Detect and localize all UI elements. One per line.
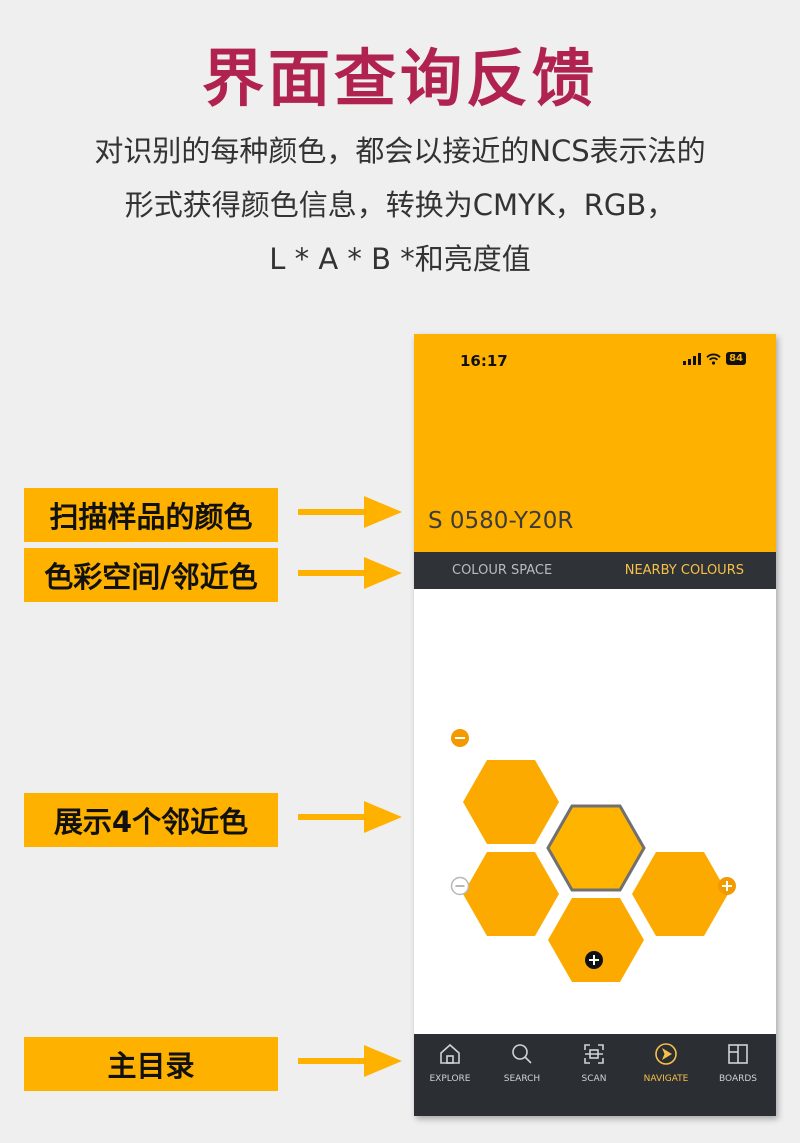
arrow-icon bbox=[298, 1045, 402, 1077]
nav-scan[interactable]: SCAN bbox=[558, 1042, 630, 1084]
page-title: 界面查询反馈 bbox=[201, 42, 598, 115]
arrow-icon bbox=[298, 801, 402, 833]
colour-tabs: COLOUR SPACE NEARBY COLOURS bbox=[414, 552, 776, 589]
hex-neighbor-bottom[interactable] bbox=[548, 898, 644, 982]
scanned-colour-swatch: 16:17 84 S 0580-Y20R bbox=[414, 334, 776, 552]
navigate-icon bbox=[655, 1043, 677, 1065]
home-icon bbox=[440, 1043, 460, 1064]
scan-icon bbox=[584, 1044, 604, 1064]
boards-icon bbox=[728, 1044, 748, 1064]
nav-search[interactable]: SEARCH bbox=[486, 1042, 558, 1084]
description-line: 对识别的每种颜色，都会以接近的NCS表示法的 bbox=[94, 134, 706, 168]
minus-button-disabled[interactable] bbox=[450, 876, 470, 896]
annotation-colour-space: 色彩空间/邻近色 bbox=[24, 548, 278, 602]
nav-label: SCAN bbox=[581, 1074, 607, 1084]
nav-label: BOARDS bbox=[719, 1074, 757, 1084]
nav-boards[interactable]: BOARDS bbox=[702, 1042, 774, 1084]
nav-explore[interactable]: EXPLORE bbox=[414, 1042, 486, 1084]
plus-button-dark[interactable] bbox=[585, 951, 603, 969]
hex-neighbor-top-left[interactable] bbox=[463, 760, 559, 844]
nav-label: NAVIGATE bbox=[643, 1074, 689, 1084]
description-line: 形式获得颜色信息，转换为CMYK，RGB， bbox=[124, 188, 676, 222]
annotation-main-menu: 主目录 bbox=[24, 1037, 278, 1091]
minus-button[interactable] bbox=[451, 729, 469, 747]
colour-code: S 0580-Y20R bbox=[428, 508, 574, 534]
search-icon bbox=[512, 1044, 532, 1064]
phone-screen: 16:17 84 S 0580-Y20R COLOUR SPACE NEARBY… bbox=[414, 334, 776, 1116]
nav-label: SEARCH bbox=[503, 1074, 541, 1084]
nearby-colours-grid bbox=[450, 729, 736, 982]
battery-icon: 84 bbox=[726, 352, 746, 365]
nav-navigate[interactable]: NAVIGATE bbox=[630, 1042, 702, 1084]
hex-neighbor-left[interactable] bbox=[463, 852, 559, 936]
arrow-icon bbox=[298, 557, 402, 589]
tab-colour-space[interactable]: COLOUR SPACE bbox=[452, 563, 553, 578]
hex-selected-colour[interactable] bbox=[546, 804, 646, 892]
description: 对识别的每种颜色，都会以接近的NCS表示法的 形式获得颜色信息，转换为CMYK，… bbox=[0, 124, 800, 286]
status-time: 16:17 bbox=[460, 352, 508, 370]
annotation-scanned-colour: 扫描样品的颜色 bbox=[24, 488, 278, 542]
nav-label: EXPLORE bbox=[429, 1074, 471, 1084]
annotation-nearby-colours: 展示4个邻近色 bbox=[24, 793, 278, 847]
description-line: L * A * B *和亮度值 bbox=[269, 242, 531, 276]
tab-nearby-colours[interactable]: NEARBY COLOURS bbox=[624, 563, 744, 578]
hex-neighbor-right[interactable] bbox=[632, 852, 728, 936]
wifi-icon bbox=[706, 353, 721, 365]
bottom-navigation: EXPLORE SEARCH SCAN NAVIGATE bbox=[414, 1034, 776, 1116]
status-bar: 84 bbox=[683, 352, 746, 365]
signal-icon bbox=[683, 352, 702, 365]
arrow-icon bbox=[298, 496, 402, 528]
plus-button[interactable] bbox=[718, 877, 736, 895]
